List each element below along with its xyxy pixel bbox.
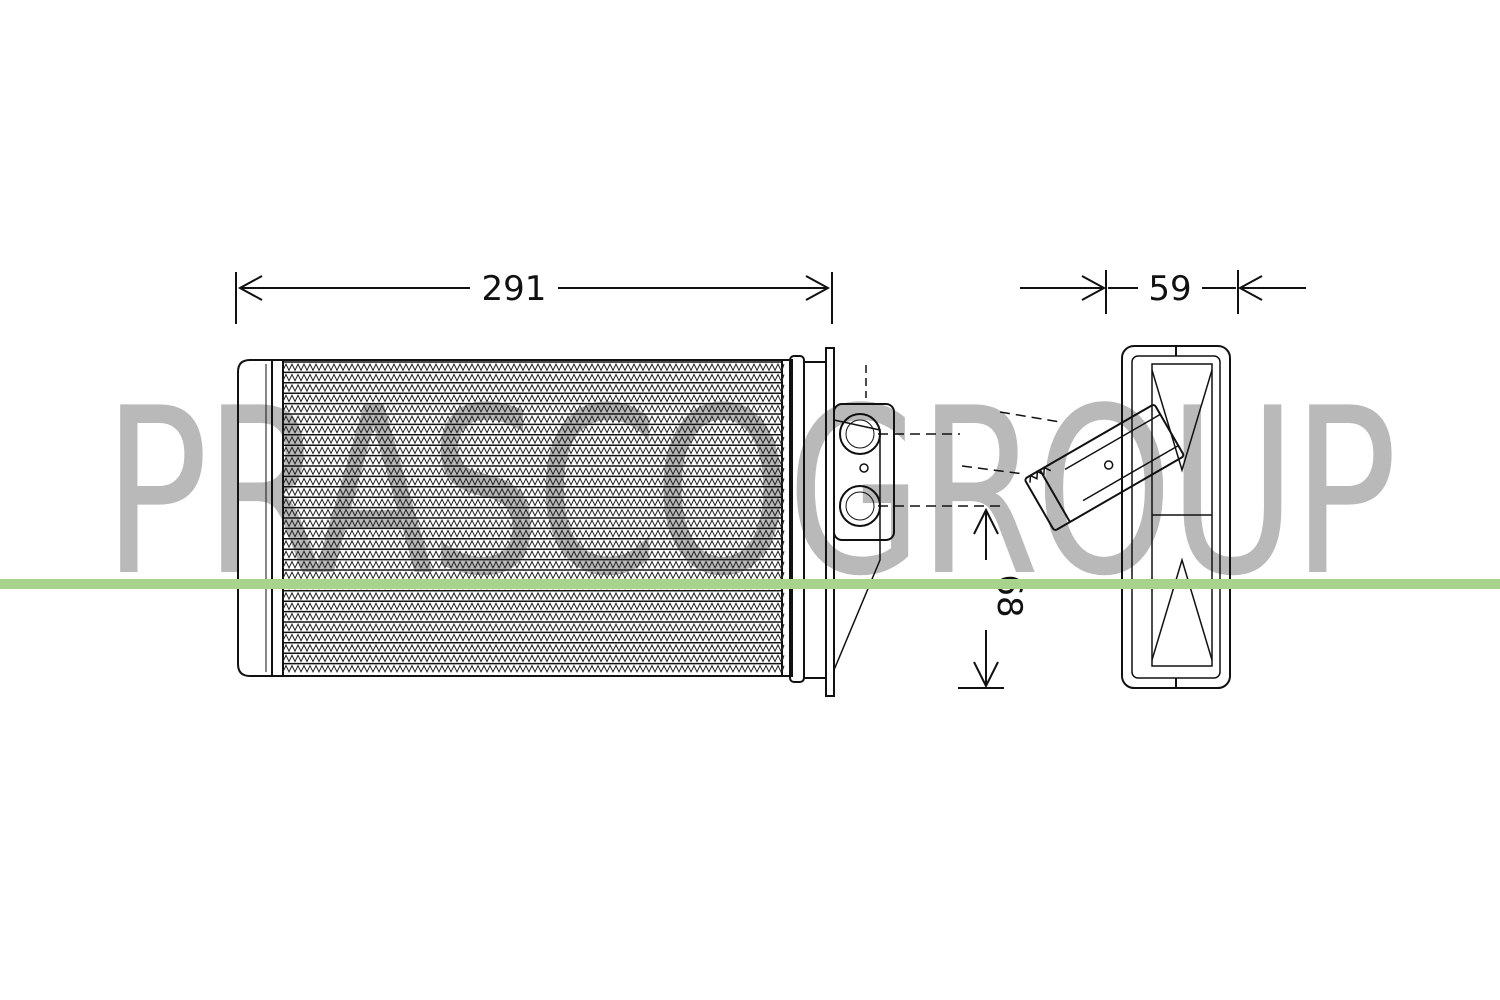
- core-fin-row: [282, 664, 785, 674]
- accent-line: [0, 579, 1500, 589]
- pipe-spacing-dimension: [958, 507, 1004, 689]
- core-fin-row: [282, 498, 785, 507]
- core-fin-row: [282, 456, 785, 466]
- side-center-line-2: [961, 465, 1025, 475]
- core-fin-row: [282, 477, 785, 486]
- core-fin-row: [282, 570, 785, 580]
- core-fin-row: [282, 414, 785, 424]
- depth-arrow-left: [1081, 275, 1107, 301]
- core-fin-row: [282, 633, 785, 642]
- spacing-arrow-bottom: [973, 661, 999, 689]
- front-view: [237, 347, 1000, 697]
- core-fin-row: [282, 394, 785, 403]
- spacing-arrow-top: [973, 507, 999, 535]
- connector-body: [1024, 404, 1185, 531]
- side-fold-top: [1151, 369, 1213, 473]
- outlet-pipe-inner: [845, 491, 875, 521]
- connector-rib-2: [1082, 444, 1179, 502]
- core-fin-row: [282, 518, 785, 528]
- pipe-connector: [1024, 404, 1185, 531]
- core-fin-row: [282, 560, 785, 570]
- core-fin-row: [282, 612, 785, 622]
- inlet-pipe-inner: [845, 419, 875, 449]
- connector-flange: [1039, 469, 1071, 523]
- connector-teeth: [1029, 466, 1052, 483]
- core-fin-row: [282, 622, 785, 632]
- connector-rib-1: [1064, 413, 1161, 471]
- core-fin-row: [282, 602, 785, 611]
- core-fins: [282, 361, 785, 674]
- core-fin-row: [282, 550, 785, 559]
- core-fin-row: [282, 446, 785, 455]
- width-arrow-right: [805, 275, 831, 301]
- core-fin-row: [282, 466, 785, 476]
- core-fin-row: [282, 487, 785, 497]
- width-label: 291: [482, 269, 547, 309]
- left-tank: [237, 359, 273, 677]
- pipe-bolt: [859, 463, 869, 473]
- core-fin-row: [282, 529, 785, 538]
- flange-bracket: [833, 419, 881, 671]
- core-fin-row: [282, 362, 785, 372]
- side-fold-bottom: [1151, 557, 1213, 661]
- width-arrow-left: [237, 275, 263, 301]
- connector-bolt: [1103, 460, 1114, 470]
- pipe-block: [833, 403, 895, 541]
- depth-arrow-right: [1237, 275, 1263, 301]
- core-fin-row: [282, 404, 785, 414]
- core-fin-row: [282, 643, 785, 653]
- width-dimension: [235, 272, 833, 324]
- core-outline: [271, 359, 793, 677]
- core-fin-row: [282, 591, 785, 601]
- core-fin-row: [282, 508, 785, 518]
- side-view: [961, 345, 1231, 689]
- core-fin-row: [282, 654, 785, 663]
- depth-dimension: [1020, 270, 1306, 314]
- core-fin-row: [282, 435, 785, 445]
- core-fin-row: [282, 373, 785, 382]
- side-center-line-1: [999, 411, 1061, 423]
- core-fin-row: [282, 383, 785, 393]
- core-fin-row: [282, 425, 785, 434]
- core-fin-row: [282, 539, 785, 549]
- depth-label: 59: [1148, 269, 1191, 309]
